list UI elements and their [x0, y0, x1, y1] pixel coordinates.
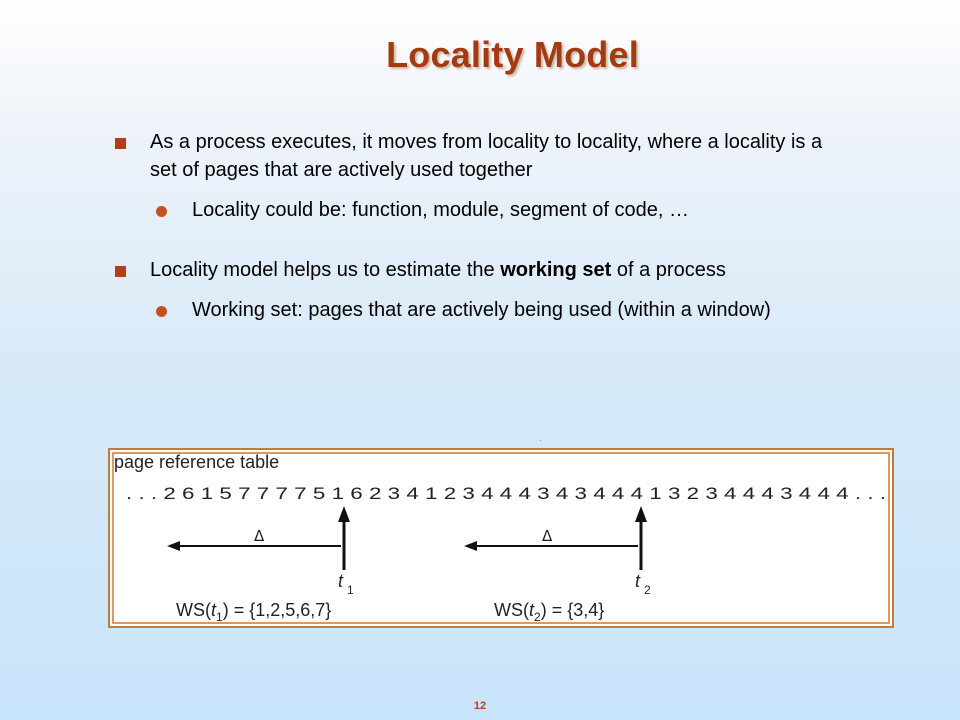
delta-arrow-left-head	[167, 541, 180, 551]
stray-dot	[540, 440, 541, 441]
sub-bullet-text: Locality could be: function, module, seg…	[192, 199, 689, 221]
bullet-text-post: of a process	[611, 259, 726, 281]
reference-string: . . . 2 6 1 5 7 7 7 7 5 1 6 2 3 4 1 2 3 …	[126, 484, 886, 503]
t1-sub: 1	[347, 583, 354, 597]
ws-t2-label: WS(t2) = {3,4}	[494, 600, 604, 624]
bullet-working-set: Locality model helps us to estimate the …	[112, 256, 852, 284]
working-set-diagram: page reference table . . . 2 6 1 5 7 7 7…	[108, 448, 894, 628]
square-bullet-icon	[115, 138, 126, 149]
t2-label: t	[635, 571, 641, 591]
bullet-text-pre: Locality model helps us to estimate the	[150, 259, 501, 281]
bullet-list: As a process executes, it moves from loc…	[112, 128, 852, 324]
round-bullet-icon	[156, 306, 167, 317]
delta-label-left: Δ	[254, 527, 265, 545]
sub-bullet-text: Working set: pages that are actively bei…	[192, 299, 771, 321]
square-bullet-icon	[115, 266, 126, 277]
round-bullet-icon	[156, 206, 167, 217]
ws-t1-label: WS(t1) = {1,2,5,6,7}	[176, 600, 331, 624]
sub-bullet-working-set-definition: Working set: pages that are actively bei…	[112, 296, 852, 324]
bullet-locality-definition: As a process executes, it moves from loc…	[112, 128, 852, 184]
t1-label: t	[338, 571, 344, 591]
figure-frame-inner	[112, 452, 890, 624]
page-number: 12	[473, 700, 487, 712]
t1-arrow-head	[338, 506, 350, 522]
t2-sub: 2	[644, 583, 651, 597]
figure-frame-outer	[108, 448, 894, 628]
t2-arrow-head	[635, 506, 647, 522]
bullet-text-bold: working set	[500, 259, 612, 281]
delta-label-right: Δ	[542, 527, 553, 545]
sub-bullet-locality-examples: Locality could be: function, module, seg…	[112, 196, 852, 224]
figure-heading: page reference table	[114, 452, 279, 472]
delta-arrow-right-head	[464, 541, 477, 551]
slide-title: Locality Model	[386, 34, 639, 75]
bullet-text: As a process executes, it moves from loc…	[150, 131, 823, 181]
